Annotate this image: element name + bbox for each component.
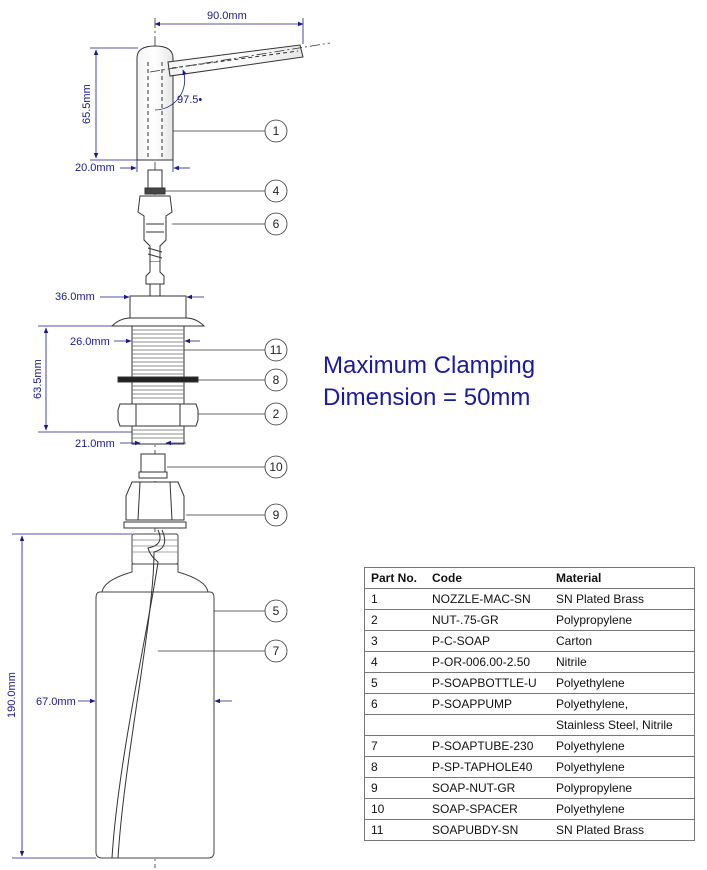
cell-material: Polyethylene — [550, 735, 695, 757]
dim-body-length: 63.5mm — [32, 359, 44, 399]
cell-code: SOAPUBDY-SN — [426, 819, 550, 841]
cell-part-no: 4 — [364, 651, 426, 673]
cell-part-no: 2 — [364, 609, 426, 631]
dim-nozzle-length: 90.0mm — [207, 10, 247, 22]
dim-nozzle-height: 65.5mm — [81, 84, 93, 124]
callout-label: 7 — [273, 644, 280, 658]
table-row: 9 SOAP-NUT-GR Polypropylene — [364, 777, 695, 799]
cell-material: Polyethylene — [550, 672, 695, 694]
callout-label: 1 — [273, 124, 280, 138]
cell-material: Stainless Steel, Nitrile — [550, 714, 695, 736]
cell-part-no: 5 — [364, 672, 426, 694]
clamping-note: Maximum Clamping Dimension = 50mm — [323, 350, 535, 414]
table-row: 11 SOAPUBDY-SN SN Plated Brass — [364, 819, 695, 841]
callout-label: 2 — [273, 407, 280, 421]
callout-label: 5 — [273, 604, 280, 618]
callout-label: 4 — [273, 184, 280, 198]
cell-part-no: 10 — [364, 798, 426, 820]
cell-code: NOZZLE-MAC-SN — [426, 588, 550, 610]
part-nozzle — [136, 44, 304, 161]
part-body — [110, 295, 206, 445]
table-row: 3 P-C-SOAP Carton — [364, 630, 695, 652]
cell-part-no: 11 — [364, 819, 426, 841]
callout-label: 8 — [273, 373, 280, 387]
cell-part-no: 3 — [364, 630, 426, 652]
cell-material: Nitrile — [550, 651, 695, 673]
header-code: Code — [426, 567, 550, 589]
cell-part-no: 1 — [364, 588, 426, 610]
callout-label: 9 — [273, 508, 280, 522]
cell-code — [426, 714, 550, 736]
dim-flange-diameter: 36.0mm — [55, 291, 95, 303]
callout-circles — [264, 119, 288, 663]
part-tube — [111, 529, 166, 859]
cell-code: SOAP-SPACER — [426, 798, 550, 820]
callout-label: 11 — [270, 343, 283, 357]
table-row: 7 P-SOAPTUBE-230 Polyethylene — [364, 735, 695, 757]
table-row: 4 P-OR-006.00-2.50 Nitrile — [364, 651, 695, 673]
parts-table: Part No. Code Material 1 NOZZLE-MAC-SN S… — [364, 567, 695, 841]
table-header-row: Part No. Code Material — [364, 567, 695, 589]
cell-material: SN Plated Brass — [550, 588, 695, 610]
cell-code: P-OR-006.00-2.50 — [426, 651, 550, 673]
cell-part-no: 8 — [364, 756, 426, 778]
cell-material: Polyethylene, — [550, 693, 695, 715]
dim-bottom-diameter: 21.0mm — [75, 438, 115, 450]
dim-nozzle-angle: 97.5• — [177, 94, 202, 106]
header-material: Material — [550, 567, 695, 589]
cell-material: Polypropylene — [550, 609, 695, 631]
dim-bottle-diameter: 67.0mm — [36, 696, 76, 708]
callout-label: 6 — [273, 217, 280, 231]
cell-code: P-SP-TAPHOLE40 — [426, 756, 550, 778]
cell-code: NUT-.75-GR — [426, 609, 550, 631]
table-row: 5 P-SOAPBOTTLE-U Polyethylene — [364, 672, 695, 694]
cell-part-no — [364, 714, 426, 736]
clamping-note-line2: Dimension = 50mm — [323, 384, 531, 411]
header-part-no: Part No. — [364, 567, 426, 589]
cell-code: P-SOAPTUBE-230 — [426, 735, 550, 757]
table-row: 8 P-SP-TAPHOLE40 Polyethylene — [364, 756, 695, 778]
dim-bottle-height: 190.0mm — [6, 672, 18, 718]
part-soap-nut — [123, 481, 187, 529]
table-row: 1 NOZZLE-MAC-SN SN Plated Brass — [364, 588, 695, 610]
dim-nozzle-diameter: 20.0mm — [75, 162, 115, 174]
dimension-lines — [12, 18, 304, 859]
table-row: 6 P-SOAPPUMP Polyethylene, — [364, 693, 695, 715]
cell-material: Carton — [550, 630, 695, 652]
callout-leaders — [158, 130, 265, 652]
table-row: 10 SOAP-SPACER Polyethylene — [364, 798, 695, 820]
clamping-note-line1: Maximum Clamping — [323, 352, 536, 379]
cell-material: Polypropylene — [550, 777, 695, 799]
cell-code: P-SOAPPUMP — [426, 693, 550, 715]
part-spacer — [138, 453, 168, 479]
cell-code: P-SOAPBOTTLE-U — [426, 672, 550, 694]
cell-part-no: 6 — [364, 693, 426, 715]
table-row: Stainless Steel, Nitrile — [364, 714, 695, 736]
cell-part-no: 7 — [364, 735, 426, 757]
cell-code: SOAP-NUT-GR — [426, 777, 550, 799]
cell-part-no: 9 — [364, 777, 426, 799]
cell-material: Polyethylene — [550, 756, 695, 778]
cell-material: SN Plated Brass — [550, 819, 695, 841]
callout-label: 10 — [269, 460, 283, 474]
dim-thread-diameter: 26.0mm — [70, 336, 110, 348]
table-row: 2 NUT-.75-GR Polypropylene — [364, 609, 695, 631]
cell-code: P-C-SOAP — [426, 630, 550, 652]
cell-material: Polyethylene — [550, 798, 695, 820]
part-pump — [137, 169, 173, 297]
